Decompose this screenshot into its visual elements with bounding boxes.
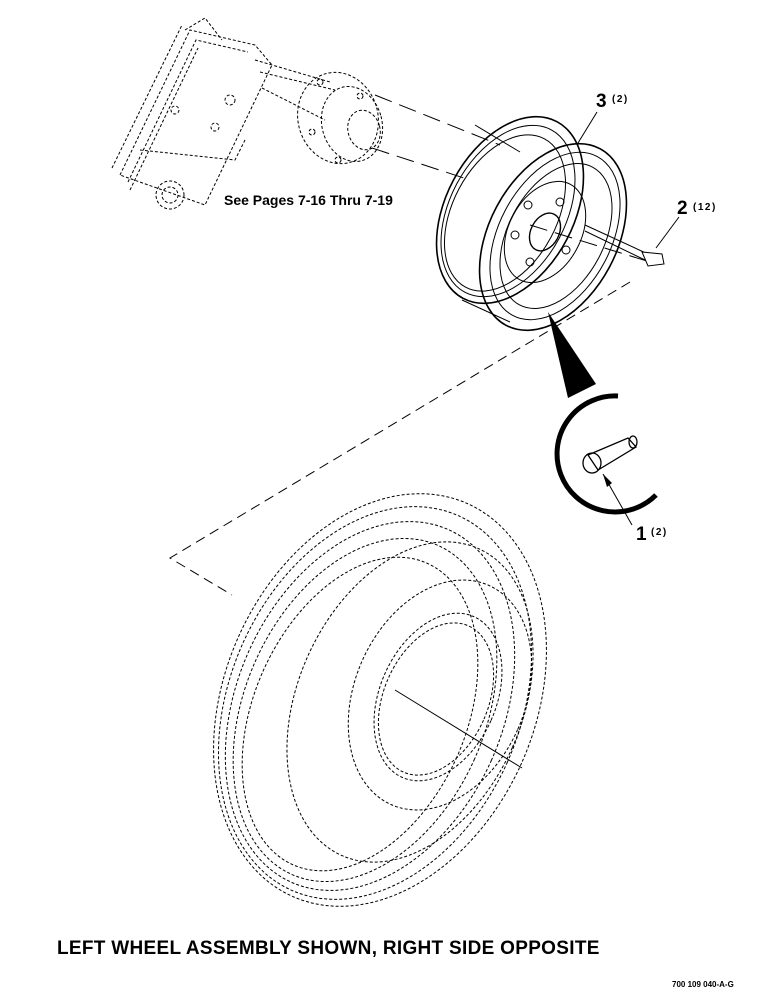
callout-quantity: (12) (693, 202, 717, 213)
callout-quantity: (2) (651, 527, 668, 538)
wheel-rim (435, 115, 628, 332)
callout-quantity: (2) (612, 94, 629, 105)
hub-phantom (297, 71, 384, 165)
callout-number: 1 (636, 524, 647, 545)
valve-stem-detail (548, 312, 658, 515)
document-number: 700 109 040-A-G (672, 980, 734, 989)
callout-item-3: 3 (2) (596, 91, 629, 112)
reference-note: See Pages 7-16 Thru 7-19 (224, 192, 393, 208)
tire-phantom (213, 493, 547, 907)
callout-number: 2 (677, 198, 688, 219)
axle-arm-phantom (111, 17, 336, 210)
diagram-caption: LEFT WHEEL ASSEMBLY SHOWN, RIGHT SIDE OP… (57, 938, 600, 959)
wheel-bolt (584, 224, 665, 267)
alignment-lines (169, 94, 651, 769)
callout-number: 3 (596, 91, 607, 112)
leader-lines (577, 111, 680, 526)
callout-item-2: 2 (12) (677, 198, 717, 219)
callout-item-1: 1 (2) (636, 524, 668, 545)
